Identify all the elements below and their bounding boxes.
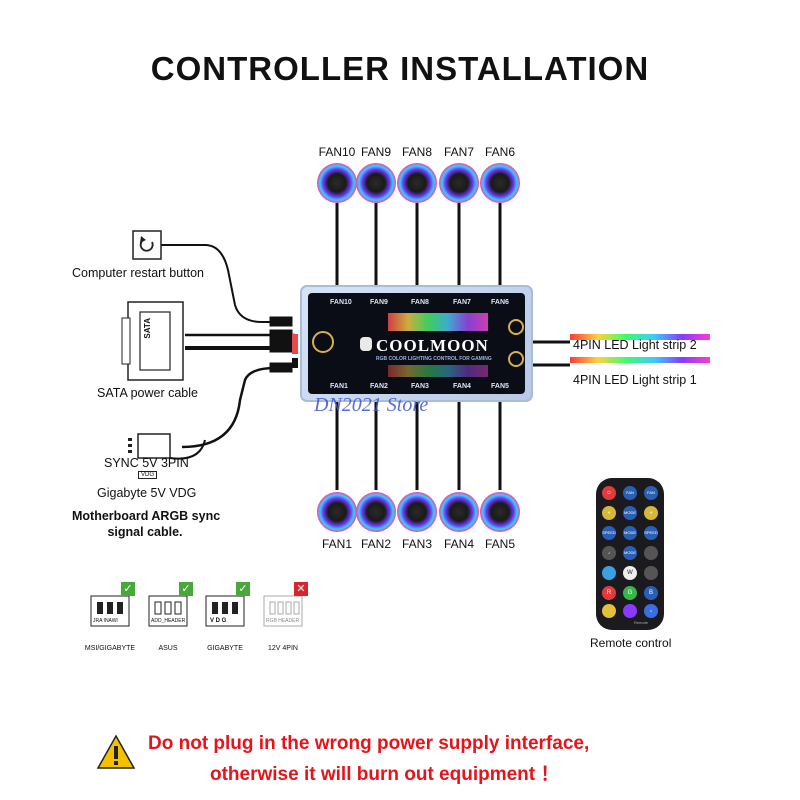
header-pin-text: V D G [210,618,227,624]
remote-brand: Remote [634,620,649,625]
check-icon: ✓ [236,582,250,596]
light-strip-1-label: 4PIN LED Light strip 1 [573,373,697,387]
hub-port-label: FAN3 [411,383,429,390]
hub-panel: FAN10 FAN9 FAN8 FAN7 FAN6 COOLMOON RGB C… [308,293,525,394]
header-label-gigabyte: GIGABYTE [207,645,243,652]
header-connector-asus: ✓ ADD_HEADER [145,582,193,632]
check-icon: ✓ [121,582,135,596]
remote-button: MODE [623,546,637,560]
hub-tagline: RGB COLOR LIGHTING CONTROL FOR GAMING [376,356,492,362]
vdg-plug-text: VDG [138,471,158,479]
warning-line-1: Do not plug in the wrong power supply in… [148,733,590,754]
hub-port-label: FAN6 [491,299,509,306]
knob-icon [508,319,524,335]
check-icon: ✓ [179,582,193,596]
header-connector-gigabyte: ✓ V D G [202,582,250,632]
sync-plug-graphic [128,433,171,459]
hub-port-label: FAN10 [330,299,352,306]
left-cables [161,244,298,460]
fan8-label: FAN8 [401,145,432,159]
fan2-label: FAN2 [360,537,391,551]
music-icon: ♫ [644,604,658,618]
header-pin-text: ADD_HEADER [151,618,186,624]
remote-button-red: R [602,586,616,600]
remote-button-blue: B [644,586,658,600]
vdg-label: Gigabyte 5V VDG [97,486,197,500]
cross-icon: ✕ [294,582,308,596]
remote-button: MODE [623,526,637,540]
argb-cable-label-line2: signal cable. [107,525,183,539]
header-connector-12v: ✕ RGB HEADER [260,582,308,632]
remote-button [602,604,616,618]
fan9-label: FAN9 [360,145,391,159]
fan7-label: FAN7 [443,145,474,159]
remote-button [602,566,616,580]
knob-icon [508,351,524,367]
fan5-label: FAN5 [484,537,515,551]
warning-icon [96,734,136,769]
hub-port-label: FAN7 [453,299,471,306]
speaker-icon: ♪ [602,546,616,560]
controller-hub: FAN10 FAN9 FAN8 FAN7 FAN6 COOLMOON RGB C… [300,285,533,402]
header-pin-text: JRA INAWI [93,618,118,624]
bottom-fan-cables [335,400,502,490]
remote-button [623,604,637,618]
light-strip-cables [533,334,710,367]
knob-icon [312,331,334,353]
bottom-fan-graphics [317,492,520,532]
store-watermark: DN2021 Store [314,394,429,416]
light-strip-2-label: 4PIN LED Light strip 2 [573,338,697,352]
hub-port-label: FAN2 [370,383,388,390]
top-fan-cables [335,203,502,288]
hub-port-label: FAN9 [370,299,388,306]
warning-line-2: otherwise it will burn out equipment ！ [210,764,560,785]
remote-button: SPEED [602,526,616,540]
hub-brand: COOLMOON [376,336,489,355]
remote-control: ⏻ FAN FAN ☀ MODE ☀ SPEED MODE SPEED ♪ MO… [596,478,664,630]
remote-button [644,566,658,580]
restart-button-box [132,230,162,260]
remote-button-green: G [623,586,637,600]
sun-icon: ☀ [602,506,616,520]
fan6-label: FAN6 [484,145,515,159]
remote-button-white: W [623,566,637,580]
remote-button: FAN [644,486,658,500]
remote-button [644,546,658,560]
header-label-12v: 12V 4PIN [268,645,298,652]
header-label-asus: ASUS [158,645,178,652]
fan1-label: FAN1 [321,537,352,551]
mask-logo-icon [360,337,372,351]
hub-port-label: FAN1 [330,383,348,390]
header-connector-msi: ✓ JRA INAWI [87,582,135,632]
remote-button: FAN [623,486,637,500]
sync-label: SYNC 5V 3PIN [104,456,189,470]
remote-control-label: Remote control [590,636,672,650]
hub-port-label: FAN4 [453,383,471,390]
top-fan-graphics [317,163,520,203]
sun-icon: ☀ [644,506,658,520]
header-pin-text: RGB HEADER [266,618,300,624]
restart-button-label: Computer restart button [72,266,205,280]
hub-equalizer-graphic [388,365,488,377]
fan4-label: FAN4 [443,537,474,551]
sata-cable-label: SATA power cable [97,386,198,400]
fan10-label: FAN10 [318,145,356,159]
argb-cable-label-line1: Motherboard ARGB sync [72,509,221,523]
hub-port-label: FAN8 [411,299,429,306]
sata-plug-text: SATA [143,318,152,339]
page-title: CONTROLLER INSTALLATION [150,50,650,87]
sata-connector-graphic [121,301,184,381]
header-label-msi: MSI/GIGABYTE [84,645,136,652]
hub-equalizer-graphic [388,313,488,331]
hub-port-label: FAN5 [491,383,509,390]
remote-button: SPEED [644,526,658,540]
remote-button: MODE [623,506,637,520]
power-icon: ⏻ [602,486,616,500]
fan3-label: FAN3 [401,537,432,551]
